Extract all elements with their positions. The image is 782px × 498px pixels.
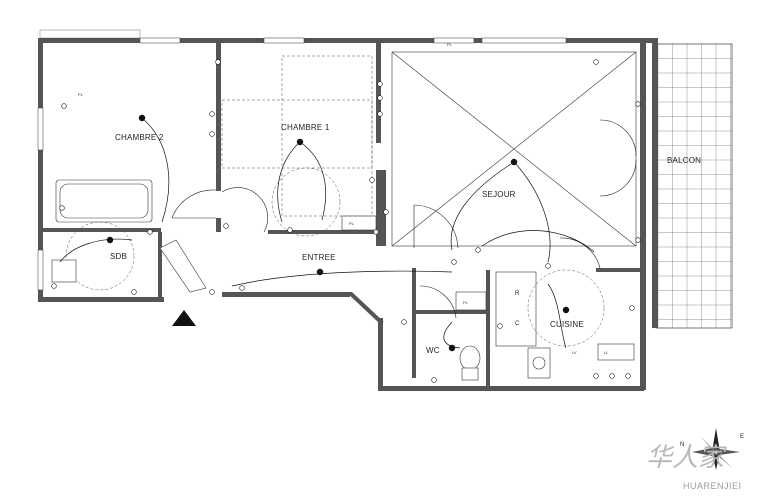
- outlet-icon: [373, 229, 379, 235]
- outlet-icon: [593, 59, 599, 65]
- outlet-icon: [377, 81, 383, 87]
- outlet-icon: [625, 373, 631, 379]
- outlet-icon: [215, 59, 221, 65]
- outlet-icon: [377, 95, 383, 101]
- sejour-void-lines: [391, 51, 637, 247]
- room-label-chambre1: CHAMBRE 1: [281, 123, 330, 132]
- entrance-arrow-icon: [172, 310, 196, 326]
- room-label-balcon: BALCON: [667, 156, 701, 165]
- outlet-icon: [209, 111, 215, 117]
- ceiling-light-sejour: [510, 158, 518, 166]
- room-label-entree: ENTREE: [302, 253, 336, 262]
- outlet-icon: [209, 289, 215, 295]
- outlet-icon: [545, 263, 551, 269]
- room-label-cuisine: CUISINE: [550, 320, 584, 329]
- compass-n: N: [680, 442, 684, 448]
- outlet-icon: [629, 305, 635, 311]
- outlet-icon: [401, 319, 407, 325]
- doors: [159, 119, 637, 319]
- outlet-icon: [239, 285, 245, 291]
- compass-e: E: [740, 434, 744, 440]
- outlet-icon: [593, 373, 599, 379]
- outlet-icon: [61, 103, 67, 109]
- ceiling-light-cuisine: [562, 306, 570, 314]
- outlets: [51, 59, 641, 383]
- marker-lv: LV: [572, 350, 577, 355]
- marker-c: C: [515, 321, 520, 327]
- marker-pl-entree: PL: [463, 300, 469, 305]
- outlet-icon: [635, 237, 641, 243]
- outlet-icon: [51, 283, 57, 289]
- outlet-icon: [209, 131, 215, 137]
- outlet-icon: [287, 227, 293, 233]
- watermark-mark: 华人家: [646, 443, 727, 473]
- outer-walls: [37, 29, 658, 391]
- outlet-icon: [147, 229, 153, 235]
- marker-pl-chambre2: PL: [78, 92, 84, 97]
- room-label-sejour: SEJOUR: [482, 190, 516, 199]
- ceiling-light-sdb: [106, 236, 114, 244]
- marker-ll: LL: [604, 350, 609, 355]
- outlet-icon: [59, 205, 65, 211]
- marker-pl-sejour: PL: [447, 42, 453, 47]
- outlet-icon: [377, 111, 383, 117]
- outlet-icon: [609, 373, 615, 379]
- room-label-chambre2: CHAMBRE 2: [115, 133, 164, 142]
- outlet-icon: [475, 247, 481, 253]
- wardrobe-dashed: [221, 55, 373, 237]
- balcony-floor: [655, 43, 733, 329]
- outlet-icon: [497, 323, 503, 329]
- marker-pl-chambre1: PL: [349, 221, 355, 226]
- room-label-wc: WC: [426, 346, 440, 355]
- ceiling-light-chambre1: [296, 138, 304, 146]
- ceiling-light-entree: [316, 268, 324, 276]
- bathroom-fixtures: [51, 179, 635, 381]
- marker-r: R: [515, 291, 520, 297]
- outlet-icon: [369, 177, 375, 183]
- compass-icon: N E: [680, 428, 744, 470]
- watermark-latin: HUARENJIEI: [683, 481, 742, 491]
- outlet-icon: [431, 377, 437, 383]
- ceiling-light-wc: [448, 344, 456, 352]
- outlet-icon: [383, 209, 389, 215]
- outlet-icon: [451, 259, 457, 265]
- outlet-icon: [131, 289, 137, 295]
- outlet-icon: [223, 223, 229, 229]
- outlet-icon: [635, 101, 641, 107]
- light-points: [106, 114, 570, 352]
- electrical-wiring: [59, 117, 595, 349]
- room-label-sdb: SDB: [110, 252, 127, 261]
- ceiling-light-chambre2: [138, 114, 146, 122]
